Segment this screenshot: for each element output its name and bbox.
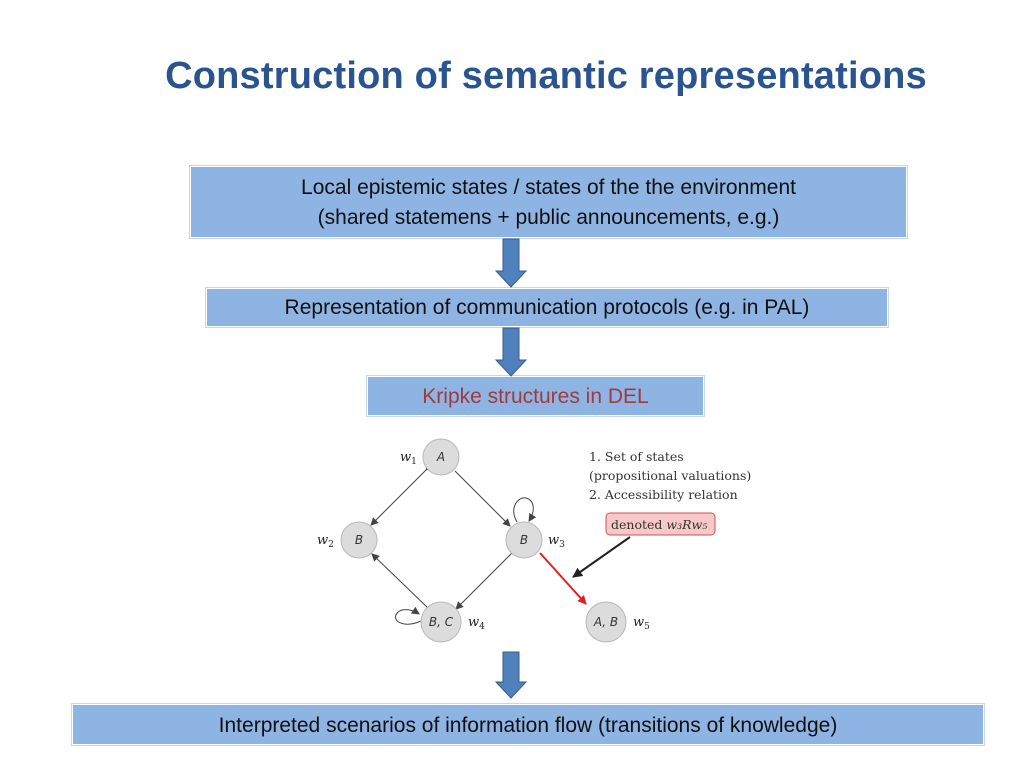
down-arrow-1 [494, 238, 528, 288]
node-w4-label: B, C [429, 615, 454, 629]
edge-w2-w1 [370, 462, 434, 526]
node-w5: A, B [585, 601, 627, 643]
node-w3-label: B [520, 533, 528, 547]
down-arrow-2 [494, 327, 528, 377]
pointer-arrow [572, 536, 631, 578]
down-arrow-3 [494, 651, 528, 699]
edge-w1-w3 [454, 470, 511, 527]
protocols-box: Representation of communication protocol… [206, 288, 888, 327]
node-w2: B [340, 521, 378, 559]
edge-w4-w2 [371, 553, 430, 610]
world-label-w1: w1 [400, 450, 417, 467]
node-w5-label: A, B [593, 615, 618, 629]
world-label-w2: w2 [317, 533, 334, 550]
edge-w3-w5-highlighted [539, 552, 587, 605]
page-title: Construction of semantic representations [165, 55, 927, 97]
node-w1-label: A [436, 450, 445, 464]
node-w3: B [505, 521, 543, 559]
node-w1: A [422, 438, 460, 476]
node-w2-label: B [355, 533, 363, 547]
information-flow-box: Interpreted scenarios of information flo… [72, 704, 984, 745]
world-label-w5: w5 [633, 615, 650, 632]
environment-states-line2: (shared statemens + public announcements… [317, 206, 780, 229]
note-accessibility-relation: 2. Accessibility relation [589, 487, 738, 502]
node-w4: B, C [420, 601, 462, 643]
kripke-box: Kripke structures in DEL [367, 376, 704, 416]
environment-states-box: Local epistemic states / states of the t… [190, 166, 907, 238]
self-loop-w3 [513, 497, 537, 523]
note-set-of-states: 1. Set of states [589, 449, 684, 464]
world-label-w4: w4 [468, 615, 485, 632]
world-label-w3: w3 [548, 533, 565, 550]
note-propositional-valuations: (propositional valuations) [589, 468, 751, 483]
edge-w3-w4 [455, 552, 513, 610]
environment-states-line1: Local epistemic states / states of the t… [301, 176, 796, 199]
self-loop-w4 [395, 606, 422, 625]
